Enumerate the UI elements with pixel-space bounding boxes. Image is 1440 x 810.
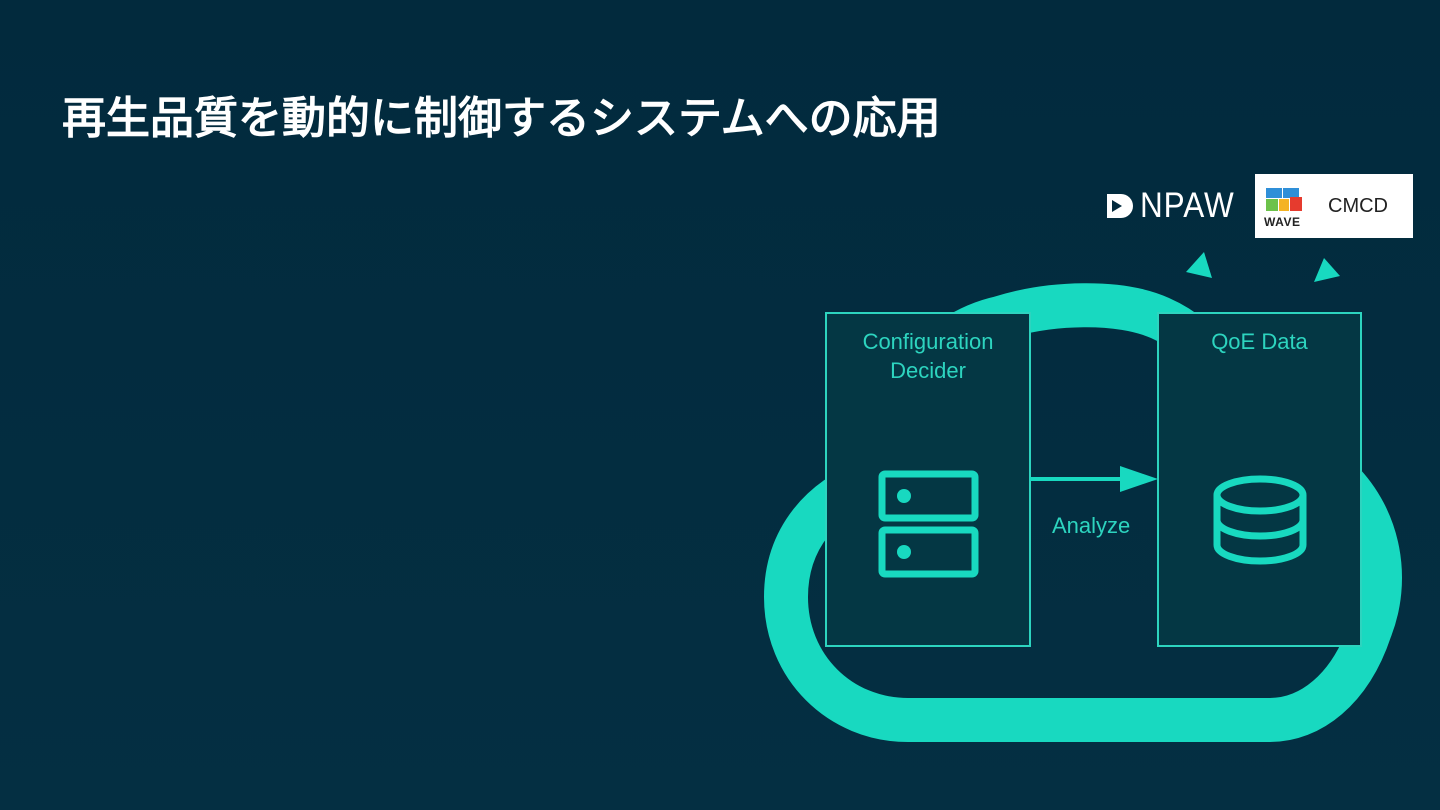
configuration-decider-label: Configuration Decider (826, 327, 1030, 385)
up-arrow-npaw-icon (1186, 252, 1212, 278)
server-icon (878, 470, 979, 578)
cmcd-card: WAVE CMCD (1255, 174, 1413, 238)
npaw-logo-text: NPAW (1140, 186, 1235, 225)
analyze-label: Analyze (1052, 513, 1131, 538)
slide-title: 再生品質を動的に制御するシステムへの応用 (62, 93, 941, 144)
configuration-decider-label-line2: Decider (890, 358, 966, 383)
database-icon (1213, 475, 1307, 565)
analyze-arrow (1030, 466, 1158, 492)
cloud-shape (764, 283, 1402, 742)
up-arrow-cmcd-icon (1314, 258, 1340, 282)
qoe-data-label: QoE Data (1211, 329, 1308, 354)
wave-logo-icon (1266, 188, 1302, 211)
npaw-logo: NPAW (1104, 186, 1245, 226)
npaw-logo-icon (1107, 194, 1133, 218)
cmcd-label: CMCD (1328, 195, 1388, 217)
wave-logo-text: WAVE (1264, 215, 1301, 229)
configuration-decider-box (825, 312, 1031, 647)
configuration-decider-label-line1: Configuration (862, 329, 994, 354)
